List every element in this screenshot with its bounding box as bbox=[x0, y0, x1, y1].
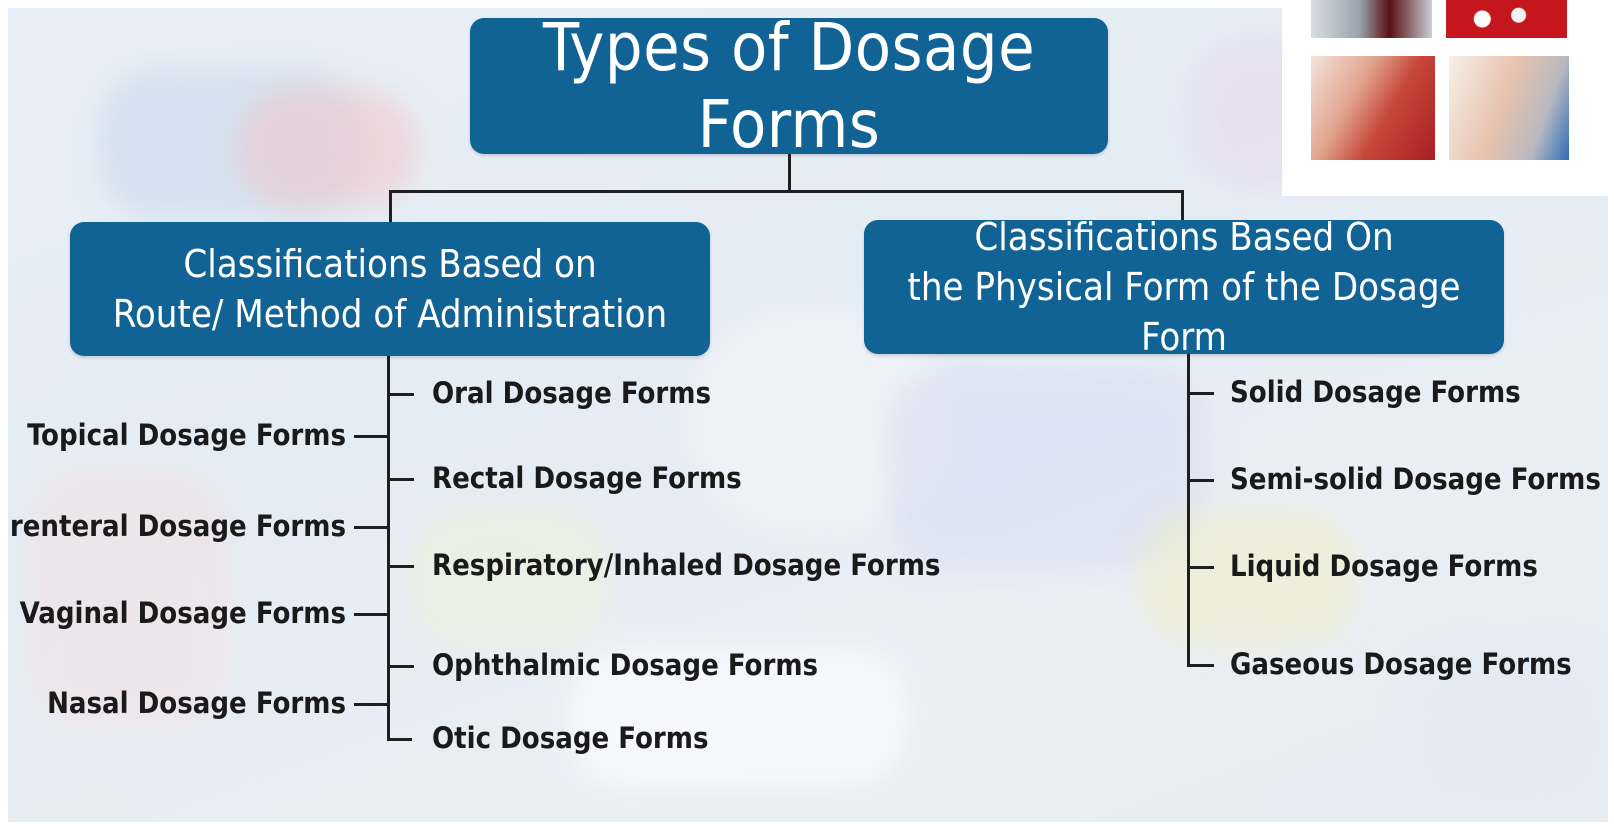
route-item-oral: Oral Dosage Forms bbox=[432, 375, 711, 411]
physical-item-gaseous: Gaseous Dosage Forms bbox=[1230, 646, 1572, 682]
syringe-photo bbox=[1449, 56, 1569, 160]
title-node: Types of Dosage Forms bbox=[470, 18, 1108, 154]
route-item-parenteral: Parenteral Dosage Forms bbox=[8, 508, 346, 544]
tick-liquid bbox=[1190, 566, 1214, 569]
tick-topical bbox=[354, 435, 387, 438]
connector-title-stem bbox=[788, 154, 791, 192]
tick-rectal bbox=[390, 478, 414, 481]
route-item-otic: Otic Dosage Forms bbox=[432, 720, 708, 756]
tick-vaginal bbox=[354, 613, 387, 616]
physical-form-classification-node: Classifications Based On the Physical Fo… bbox=[864, 220, 1504, 354]
connector-left-drop bbox=[389, 190, 392, 222]
photo-panel bbox=[1282, 0, 1614, 196]
tick-solid bbox=[1190, 392, 1214, 395]
route-heading-line-1: Classifications Based on bbox=[70, 239, 710, 289]
physical-item-liquid: Liquid Dosage Forms bbox=[1230, 548, 1538, 584]
route-item-topical: Topical Dosage Forms bbox=[27, 417, 346, 453]
physical-item-semi-solid: Semi-solid Dosage Forms bbox=[1230, 461, 1601, 497]
tick-gaseous bbox=[1187, 664, 1214, 667]
route-item-ophthalmic: Ophthalmic Dosage Forms bbox=[432, 647, 818, 683]
route-classification-node: Classifications Based on Route/ Method o… bbox=[70, 222, 710, 356]
pills-photo bbox=[1446, 0, 1567, 38]
route-item-rectal: Rectal Dosage Forms bbox=[432, 460, 742, 496]
tick-ophthalmic bbox=[390, 665, 414, 668]
tick-oral bbox=[390, 393, 414, 396]
route-trunk-line bbox=[387, 356, 390, 740]
title-text: Types of Dosage Forms bbox=[470, 9, 1108, 163]
route-item-nasal: Nasal Dosage Forms bbox=[47, 685, 346, 721]
route-item-respiratory: Respiratory/Inhaled Dosage Forms bbox=[432, 547, 940, 583]
route-heading-line-2: Route/ Method of Administration bbox=[70, 289, 710, 339]
physical-heading-line-1: Classifications Based On bbox=[864, 212, 1504, 262]
route-trunk-foot bbox=[387, 738, 412, 741]
physical-trunk-line bbox=[1187, 354, 1190, 667]
tick-nasal bbox=[354, 703, 387, 706]
tick-respiratory bbox=[390, 565, 414, 568]
physical-heading-line-2: the Physical Form of the Dosage Form bbox=[864, 262, 1504, 362]
tick-parenteral bbox=[354, 526, 387, 529]
blood-drop-photo bbox=[1311, 0, 1432, 38]
physical-item-solid: Solid Dosage Forms bbox=[1230, 374, 1521, 410]
finger-prick-photo bbox=[1311, 56, 1435, 160]
route-item-vaginal: Vaginal Dosage Forms bbox=[20, 595, 346, 631]
tick-semi-solid bbox=[1190, 479, 1214, 482]
connector-top-horizontal bbox=[389, 190, 1184, 193]
